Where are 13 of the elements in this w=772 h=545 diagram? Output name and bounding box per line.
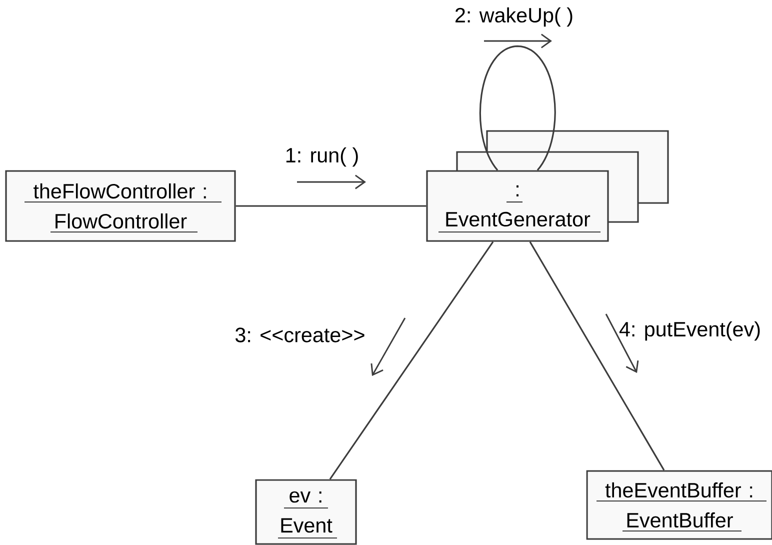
stacked-object-box: : EventGenerator: [426, 130, 669, 242]
link-line: [329, 241, 494, 480]
node-label: EventGenerator: [446, 212, 590, 227]
edge-label: 2: wakeUp( ): [456, 7, 572, 27]
link-line: [529, 241, 665, 471]
self-loop: [479, 45, 556, 171]
edge-label: 3: <<create>>: [236, 328, 364, 342]
link-line: [236, 205, 426, 207]
object-box: ev : Event: [255, 479, 357, 545]
object-box: theEventBuffer : EventBuffer: [586, 470, 772, 540]
edge-label: 1: run( ): [286, 147, 358, 167]
object-box: theFlowController : FlowController: [5, 170, 236, 242]
edge-label: 4: putEvent(ev): [619, 321, 760, 341]
